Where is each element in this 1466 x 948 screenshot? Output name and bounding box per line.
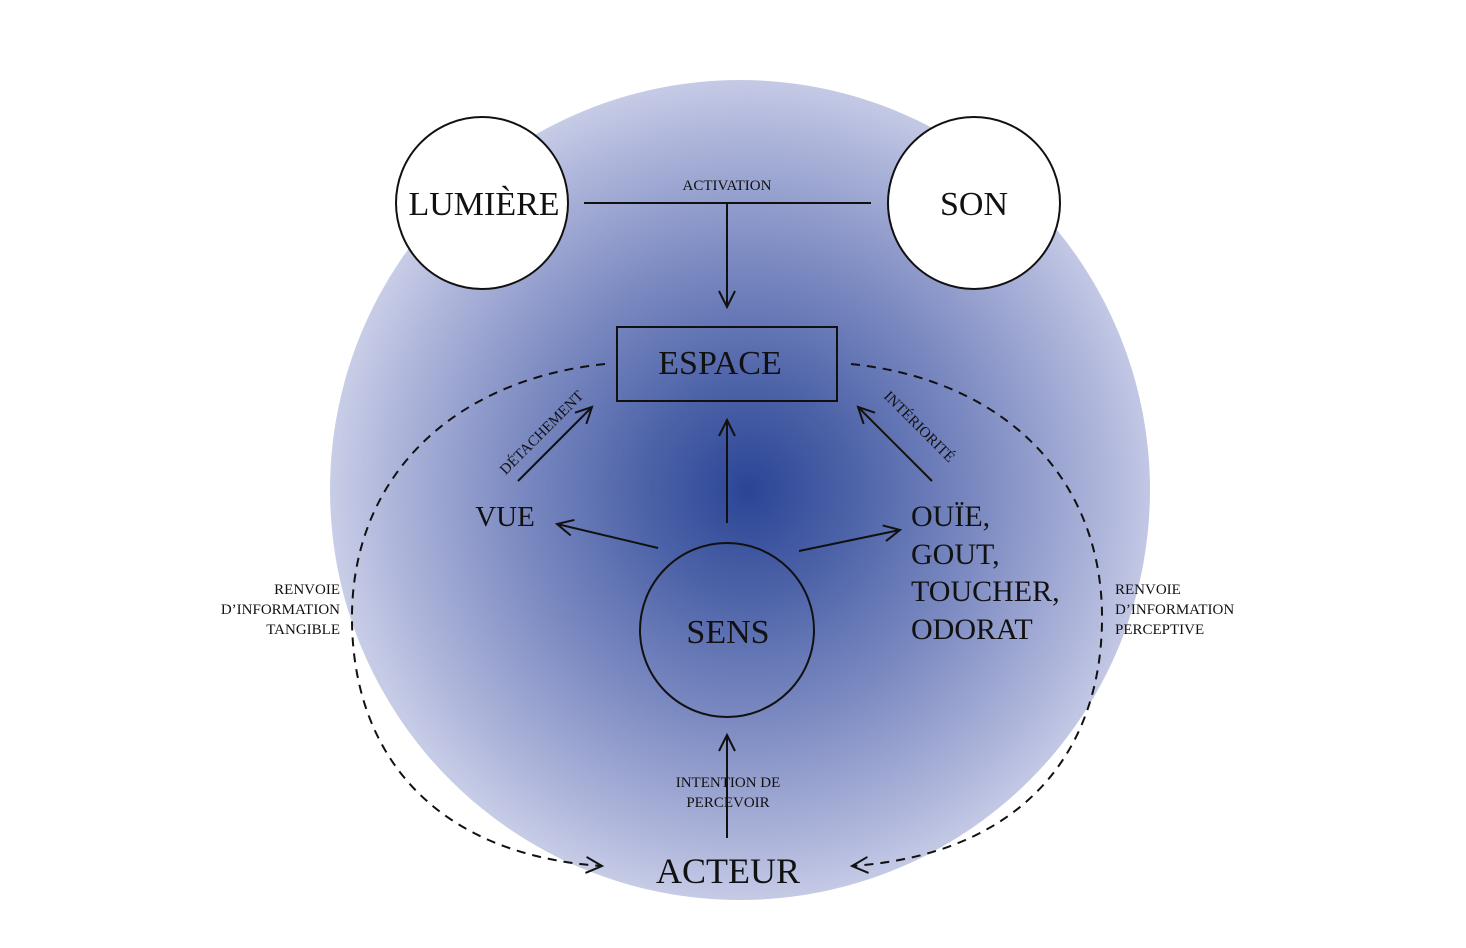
espace-box (616, 326, 838, 402)
intention-label-line1: INTENTION DE (676, 775, 781, 791)
son-circle (887, 116, 1061, 290)
tangible-line3: TANGIBLE (266, 622, 340, 638)
tangible-line2: D’INFORMATION (221, 602, 340, 618)
lumiere-circle (395, 116, 569, 290)
vue-label: VUE (475, 501, 535, 533)
tangible-feedback-loop (350, 363, 606, 866)
tangible-line1: RENVOIE (274, 582, 340, 598)
espace-label: ESPACE (658, 345, 781, 382)
sens-to-vue-arrow (557, 524, 659, 549)
other-senses-to-espace-arrow (858, 407, 933, 482)
renvoie-perceptive-label: RENVOIE D’INFORMATION PERCEPTIVE (1115, 582, 1234, 638)
detachement-label: DÉTACHEMENT (496, 387, 587, 478)
sense-ouie: OUÏE, (911, 500, 990, 533)
perceptive-line2: D’INFORMATION (1115, 602, 1234, 618)
sense-odorat: ODORAT (911, 613, 1033, 646)
sens-circle (639, 542, 815, 718)
sense-toucher: TOUCHER, (911, 575, 1060, 608)
sense-gout: GOUT, (911, 538, 1000, 571)
other-senses-list: OUÏE, GOUT, TOUCHER, ODORAT (911, 500, 1060, 646)
vue-to-espace-arrow (517, 407, 592, 482)
intention-label-line2: PERCEVOIR (686, 795, 769, 811)
perceptive-line1: RENVOIE (1115, 582, 1181, 598)
renvoie-tangible-label: RENVOIE D’INFORMATION TANGIBLE (221, 582, 340, 638)
perceptive-feedback-loop (851, 363, 1104, 866)
sens-to-other-senses-arrow (798, 530, 900, 552)
perceptive-line3: PERCEPTIVE (1115, 622, 1204, 638)
acteur-label: ACTEUR (656, 851, 800, 891)
interiorite-label: INTÉRIORITÉ (880, 388, 958, 466)
sens-label: SENS (686, 614, 769, 651)
son-label: SON (940, 186, 1008, 223)
activation-label: ACTIVATION (683, 178, 772, 194)
lumiere-label: LUMIÈRE (408, 186, 559, 223)
